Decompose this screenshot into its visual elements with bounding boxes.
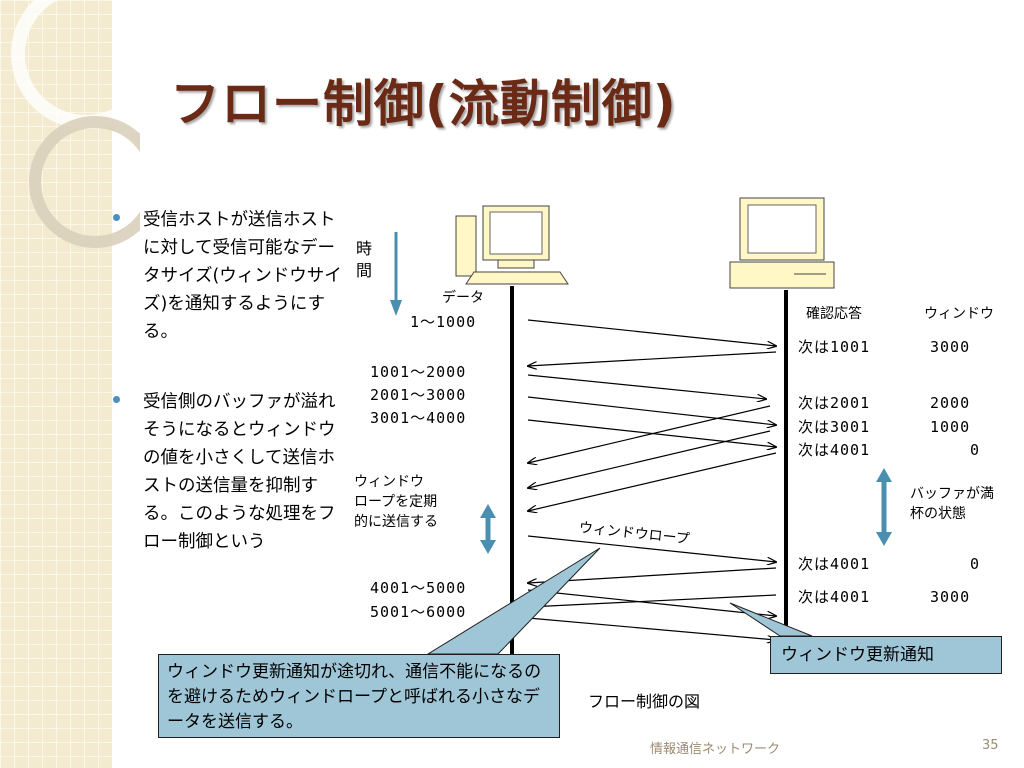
ack-window-label: 0 xyxy=(970,441,981,459)
ack-next-label: 次は4001 xyxy=(798,441,871,459)
diagram-caption: フロー制御の図 xyxy=(588,692,701,711)
page-title: フロー制御(流動制御) xyxy=(170,75,677,133)
ack-next-label: 次は3001 xyxy=(798,418,871,436)
probe-note: ウィンドウ ロープを定期 的に送信する xyxy=(354,474,438,530)
page-number: 35 xyxy=(982,738,999,753)
sent-range-label: 4001〜5000 xyxy=(370,579,467,597)
bullet-item-2: 受信側のバッファが溢れそうになるとウィンドウの値を小さくして送信ホストの送信量を… xyxy=(113,388,345,556)
sent-range-label: 3001〜4000 xyxy=(370,409,467,427)
probe-interval-arrow-icon xyxy=(480,504,496,554)
ack-window-label: 3000 xyxy=(930,338,971,356)
data-label: データ xyxy=(442,290,484,306)
receiver-computer-icon xyxy=(729,197,835,289)
window-header: ウィンドウ xyxy=(924,306,994,322)
ack-next-label: 次は1001 xyxy=(798,338,871,356)
sent-range-label: 5001〜6000 xyxy=(370,603,467,621)
sent-data-arrows xyxy=(527,319,776,640)
callout-pointer xyxy=(729,602,813,637)
decorative-circles xyxy=(11,0,140,248)
time-arrow-icon xyxy=(390,232,402,316)
probe-explanation-callout: ウィンドウ更新通知が途切れ、通信不能になるのを避けるためウィンドロープと呼ばれる… xyxy=(158,654,560,738)
bullet-dot-icon xyxy=(113,214,120,221)
buffer-full-note: バッファが満 杯の状態 xyxy=(910,486,994,522)
sent-range-label: 2001〜3000 xyxy=(370,386,467,404)
window-update-callout: ウィンドウ更新通知 xyxy=(770,636,1002,674)
time-label: 時 間 xyxy=(356,239,373,280)
ack-window-label: 0 xyxy=(970,555,981,573)
ack-next-label: 次は4001 xyxy=(798,588,871,606)
footer-text: 情報通信ネットワーク xyxy=(650,742,781,757)
bullet-item-1: 受信ホストが送信ホストに対して受信可能なデータサイズ(ウィンドウサイズ)を通知す… xyxy=(113,206,345,346)
sent-range-label: 1〜1000 xyxy=(410,313,477,331)
buffer-full-arrow-icon xyxy=(876,468,892,546)
ack-window-label: 1000 xyxy=(930,418,971,436)
bullet-dot-icon xyxy=(113,396,120,403)
ack-next-label: 次は2001 xyxy=(798,394,871,412)
ack-header: 確認応答 xyxy=(806,306,862,322)
bullet-text: 受信ホストが送信ホストに対して受信可能なデータサイズ(ウィンドウサイズ)を通知す… xyxy=(143,210,342,342)
ack-arrows xyxy=(528,351,777,607)
ack-window-label: 3000 xyxy=(930,588,971,606)
ack-next-label: 次は4001 xyxy=(798,555,871,573)
bullet-text: 受信側のバッファが溢れそうになるとウィンドウの値を小さくして送信ホストの送信量を… xyxy=(143,392,336,552)
sender-computer-icon xyxy=(455,205,569,285)
sent-range-label: 1001〜2000 xyxy=(370,363,467,381)
ack-window-label: 2000 xyxy=(930,394,971,412)
